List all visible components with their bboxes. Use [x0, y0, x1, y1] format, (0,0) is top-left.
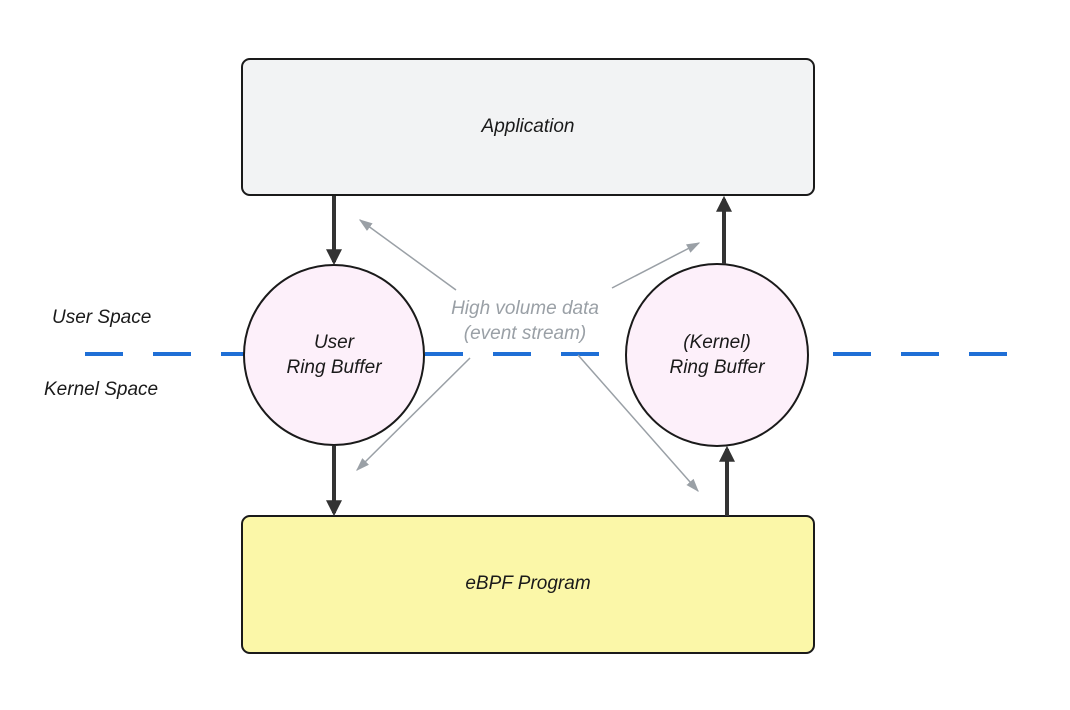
annotation-arrow-lower-right	[577, 354, 699, 493]
kernel-ring-buffer-label-line2: Ring Buffer	[669, 357, 765, 378]
annotation-arrow-lower-left	[356, 357, 471, 471]
kernel-ring-buffer: (Kernel) Ring Buffer	[625, 263, 809, 447]
user-ring-buffer: User Ring Buffer	[243, 264, 425, 446]
kernel-space-label: Kernel Space	[44, 379, 158, 400]
user-ring-buffer-label-line1: User	[314, 332, 355, 353]
user-ring-buffer-label-line2: Ring Buffer	[286, 357, 382, 378]
ebpf-program-label: eBPF Program	[465, 573, 590, 594]
application-box: Application	[241, 58, 815, 196]
kernel-ring-buffer-shape	[625, 263, 809, 447]
application-box-shape	[241, 58, 815, 196]
application-label: Application	[481, 116, 575, 137]
annotation-text-backing	[436, 294, 616, 352]
annotation-label-line1: High volume data	[451, 298, 599, 319]
annotation-arrow-upper-left	[358, 219, 457, 291]
user-space-label: User Space	[52, 307, 151, 328]
kernel-ring-buffer-label-line1: (Kernel)	[683, 332, 751, 353]
ebpf-program-box-shape	[241, 515, 815, 654]
annotation-label-line2: (event stream)	[464, 323, 586, 344]
annotation-arrow-upper-right	[611, 242, 701, 289]
user-ring-buffer-shape	[243, 264, 425, 446]
ebpf-program-box: eBPF Program	[241, 515, 815, 654]
